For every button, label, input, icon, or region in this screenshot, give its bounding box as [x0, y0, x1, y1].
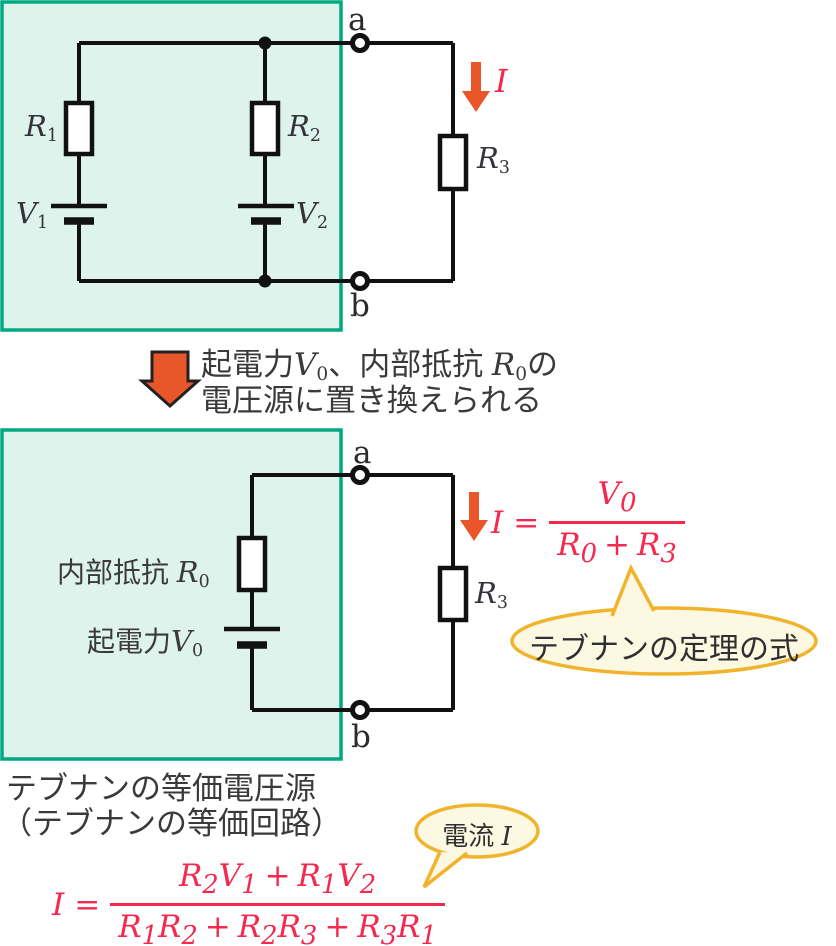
final-fraction-bar — [110, 903, 445, 907]
resistor-r0-icon — [236, 535, 268, 593]
bubble-theorem-label: テブナンの定理の式 — [529, 633, 799, 666]
terminal-b2-node — [350, 700, 370, 720]
resistor-r3b-icon — [437, 565, 469, 623]
label-internal-resistance: 内部抵抗 R0 — [57, 555, 210, 592]
terminal-a2-node — [350, 465, 370, 485]
final-formula: I = R2V1+R1V2 R1R2+R2R3+R3R1 — [52, 858, 445, 946]
footer-caption-line1: テブナンの等価電圧源 — [6, 771, 316, 806]
speech-bubble-theorem-tail — [610, 563, 656, 617]
battery-v0-icon — [224, 626, 280, 649]
formula-denominator: R0+R3 — [557, 527, 677, 570]
footer-caption: テブナンの等価電圧源 （テブナンの等価回路） — [1, 771, 342, 841]
resistor-r1-icon — [63, 100, 95, 157]
transition-text: 起電力V0、内部抵抗 R0の 電圧源に置き換えられる — [201, 347, 558, 419]
battery-v1-icon — [51, 203, 107, 225]
resistor-r2-icon — [249, 100, 281, 157]
terminal-b-node — [350, 271, 370, 291]
thevenin-formula: I = V0 R0+R3 — [491, 476, 685, 569]
label-r1: R1 — [25, 109, 58, 146]
source-box-2 — [0, 428, 343, 761]
speech-bubble-current — [414, 803, 540, 859]
transition-line1: 起電力V0、内部抵抗 R0の — [201, 347, 559, 386]
label-current-i: I — [495, 62, 508, 100]
resistor-r3-icon — [437, 133, 469, 192]
label-emf: 起電力V0 — [87, 624, 204, 661]
label-terminal-b: b — [350, 288, 370, 324]
junction-dot — [258, 274, 272, 288]
bubble-current-label: 電流 I — [442, 821, 512, 852]
battery-v2-icon — [238, 203, 294, 225]
label-r2: R2 — [288, 109, 321, 146]
current-arrow2-icon — [460, 492, 488, 541]
label-v1: V1 — [16, 196, 49, 233]
formula-numerator: V0 — [597, 476, 637, 519]
label-terminal-a2: a — [353, 435, 372, 471]
final-formula-fraction: R2V1+R1V2 R1R2+R2R3+R3R1 — [110, 858, 445, 946]
current-arrow-icon — [462, 62, 490, 112]
label-r3b: R3 — [475, 576, 508, 613]
terminal-a-node — [350, 33, 370, 53]
final-formula-lhs: I — [52, 886, 65, 923]
final-formula-denominator: R1R2+R2R3+R3R1 — [118, 909, 437, 946]
formula-lhs: I — [491, 504, 504, 541]
final-formula-eq: = — [74, 886, 101, 923]
source-box-1 — [0, 0, 343, 332]
label-terminal-b2: b — [351, 719, 371, 755]
footer-caption-line2: （テブナンの等価回路） — [1, 806, 342, 841]
label-v2: V2 — [296, 196, 329, 233]
transition-line2: 電圧源に置き換えられる — [201, 383, 542, 418]
transition-arrow-icon — [138, 350, 202, 409]
label-r3: R3 — [477, 141, 510, 178]
junction-dot — [258, 36, 272, 50]
speech-bubble-theorem — [510, 606, 818, 676]
formula-eq: = — [513, 504, 540, 541]
final-formula-numerator: R2V1+R1V2 — [178, 858, 377, 901]
fraction-bar — [549, 521, 685, 525]
formula-fraction: V0 R0+R3 — [549, 476, 685, 569]
label-terminal-a: a — [348, 2, 367, 38]
speech-bubble-current-tail — [422, 851, 469, 889]
